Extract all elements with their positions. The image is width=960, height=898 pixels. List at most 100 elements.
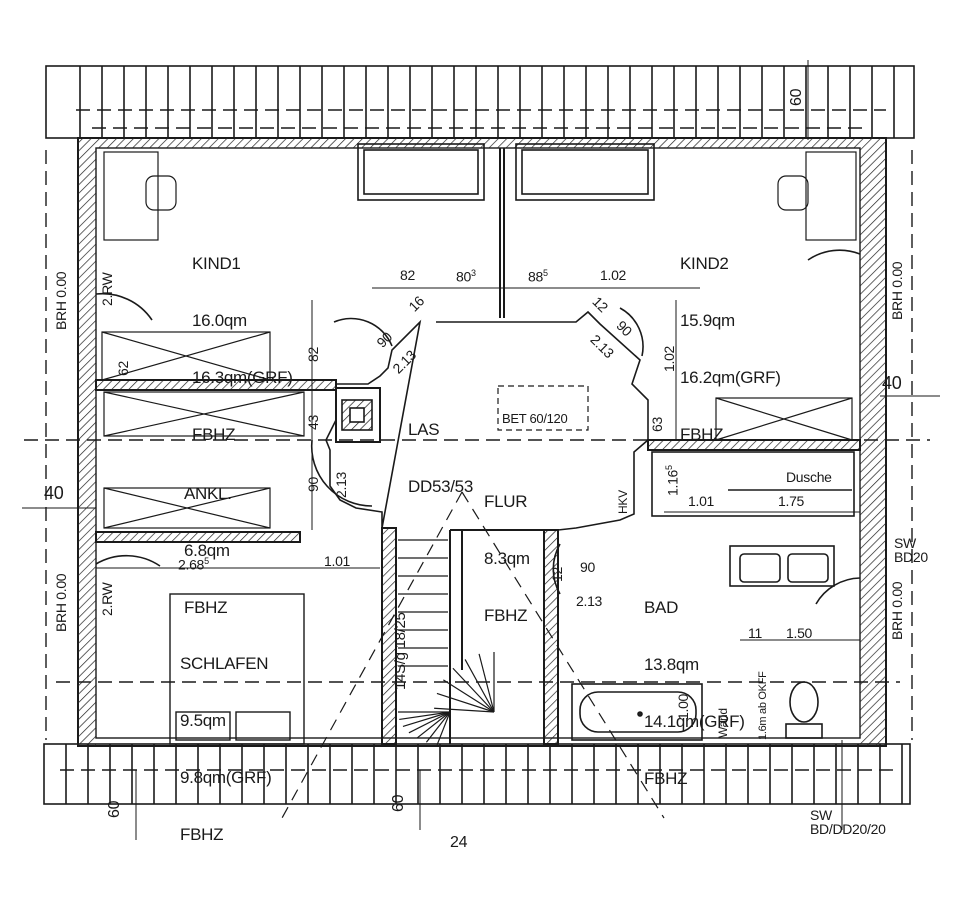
stair-tread — [402, 711, 451, 728]
dim-60-bottom-mid: 60 — [390, 794, 407, 812]
stair-tread — [425, 711, 451, 743]
room-flur-name: FLUR — [484, 492, 528, 511]
sw-bottom-label: SW BD/DD20/20 — [810, 808, 886, 836]
stair-tread — [436, 711, 451, 746]
stair-tread — [434, 707, 495, 713]
dim-62-left: 62 — [115, 361, 131, 376]
dim-90-c: 90 — [305, 477, 321, 492]
sw-bottom-name: SW — [810, 807, 832, 823]
room-kind2: KIND2 15.9qm 16.2qm(GRF) FBHZ — [680, 216, 781, 463]
sw-right-code: BD20 — [894, 549, 928, 565]
dim-101-a: 1.01 — [324, 553, 351, 569]
dusche-label: Dusche — [786, 469, 832, 485]
room-schlafen-name: SCHLAFEN — [180, 654, 269, 673]
room-bad-area: 13.8qm — [644, 655, 699, 674]
windows-top — [357, 143, 655, 201]
room-schlafen-area-grf: 9.8qm(GRF) — [180, 768, 272, 787]
brh-right-bottom: BRH 0.00 — [889, 581, 905, 640]
room-ankl-name: ANKL. — [184, 484, 232, 503]
stair-tread — [464, 659, 495, 713]
room-schlafen-area: 9.5qm — [180, 711, 226, 730]
room-bad-area-grf: 14.1qm(GRF) — [644, 712, 745, 731]
stair-tread — [416, 711, 451, 739]
desks — [103, 151, 857, 241]
brh-left-top: BRH 0.00 — [53, 271, 69, 330]
roof-overhang-top — [45, 65, 915, 139]
stair-tread — [436, 692, 495, 713]
chimney-las — [335, 387, 381, 443]
dim-268-value: 2.68 — [178, 556, 205, 573]
stair-tread — [443, 679, 495, 713]
room-ankl: ANKL. 6.8qm FBHZ — [184, 446, 232, 636]
hkv-label: HKV — [616, 490, 630, 514]
stair-tread — [399, 711, 451, 721]
bet-label: BET 60/120 — [502, 411, 568, 426]
dim-213-d: 2.13 — [576, 593, 603, 609]
room-kind1-name: KIND1 — [192, 254, 241, 273]
dim-88-value: 88 — [528, 268, 543, 285]
dimension-lines — [22, 60, 940, 840]
dim-116-sup: 5 — [664, 465, 674, 470]
dim-40-left: 40 — [44, 483, 64, 503]
dim-88-sup: 5 — [542, 268, 548, 278]
dim-80-value: 80 — [456, 268, 471, 285]
rw-left-top: 2.RW — [99, 272, 115, 306]
bet-box — [497, 385, 589, 431]
dim-11: 11 — [748, 625, 762, 641]
dim-82-a: 82 — [400, 267, 415, 283]
wardrobes — [101, 331, 853, 529]
las-code: DD53/53 — [408, 477, 473, 496]
dim-116-value: 1.16 — [664, 469, 681, 496]
room-kind2-area-grf: 16.2qm(GRF) — [680, 368, 781, 387]
bed — [169, 593, 305, 745]
dim-102-a: 1.02 — [600, 267, 627, 283]
room-kind1-area-grf: 16.3qm(GRF) — [192, 368, 293, 387]
dim-63-right: 63 — [649, 417, 665, 432]
room-kind1-area: 16.0qm — [192, 311, 247, 330]
dim-12: 12 — [549, 567, 565, 582]
bathtub — [571, 683, 703, 741]
dim-80: 803 — [456, 266, 476, 284]
toilet — [785, 681, 823, 739]
room-kind2-name: KIND2 — [680, 254, 729, 273]
stair-tread — [452, 667, 495, 713]
shower — [651, 451, 855, 517]
sw-right-label: SW BD20 — [894, 536, 928, 564]
dim-102-b: 1.02 — [661, 345, 677, 372]
room-bad-heating: FBHZ — [644, 769, 688, 788]
roof-overhang-bottom — [43, 743, 911, 805]
room-flur: FLUR 8.3qm FBHZ — [484, 454, 530, 644]
stair-tread — [408, 711, 451, 734]
dim-175: 1.75 — [778, 493, 805, 509]
dim-43: 43 — [305, 415, 321, 430]
interior-walls — [95, 148, 861, 745]
room-bad: BAD 13.8qm 14.1qm(GRF) FBHZ — [644, 560, 745, 807]
brh-left-bottom: BRH 0.00 — [53, 573, 69, 632]
las-name: LAS — [408, 420, 440, 439]
dim-101-b: 1.01 — [688, 493, 715, 509]
room-ankl-area: 6.8qm — [184, 541, 230, 560]
room-kind1: KIND1 16.0qm 16.3qm(GRF) FBHZ — [192, 216, 293, 463]
sw-right-name: SW — [894, 535, 916, 551]
dim-213-c: 2.13 — [333, 471, 349, 498]
stair-tread — [478, 653, 495, 713]
dim-80-sup: 3 — [470, 268, 476, 278]
room-schlafen: SCHLAFEN 9.5qm 9.8qm(GRF) FBHZ — [180, 616, 272, 863]
room-bad-name: BAD — [644, 598, 679, 617]
room-flur-heating: FBHZ — [484, 606, 528, 625]
room-kind2-area: 15.9qm — [680, 311, 735, 330]
dim-82-b: 82 — [305, 347, 321, 362]
staircase — [398, 539, 495, 746]
room-kind1-heating: FBHZ — [192, 425, 236, 444]
dim-40-right: 40 — [882, 373, 902, 393]
dim-268: 2.685 — [178, 554, 209, 572]
dim-60-bottom-left: 60 — [106, 800, 123, 818]
dashed-roof-lines — [24, 109, 930, 771]
dim-60-top: 60 — [788, 88, 805, 106]
dim-90-d: 90 — [580, 559, 595, 575]
rw-left-bottom: 2.RW — [99, 582, 115, 616]
room-flur-area: 8.3qm — [484, 549, 530, 568]
sw-bottom-code: BD/DD20/20 — [810, 821, 886, 837]
exterior-walls — [77, 137, 887, 747]
